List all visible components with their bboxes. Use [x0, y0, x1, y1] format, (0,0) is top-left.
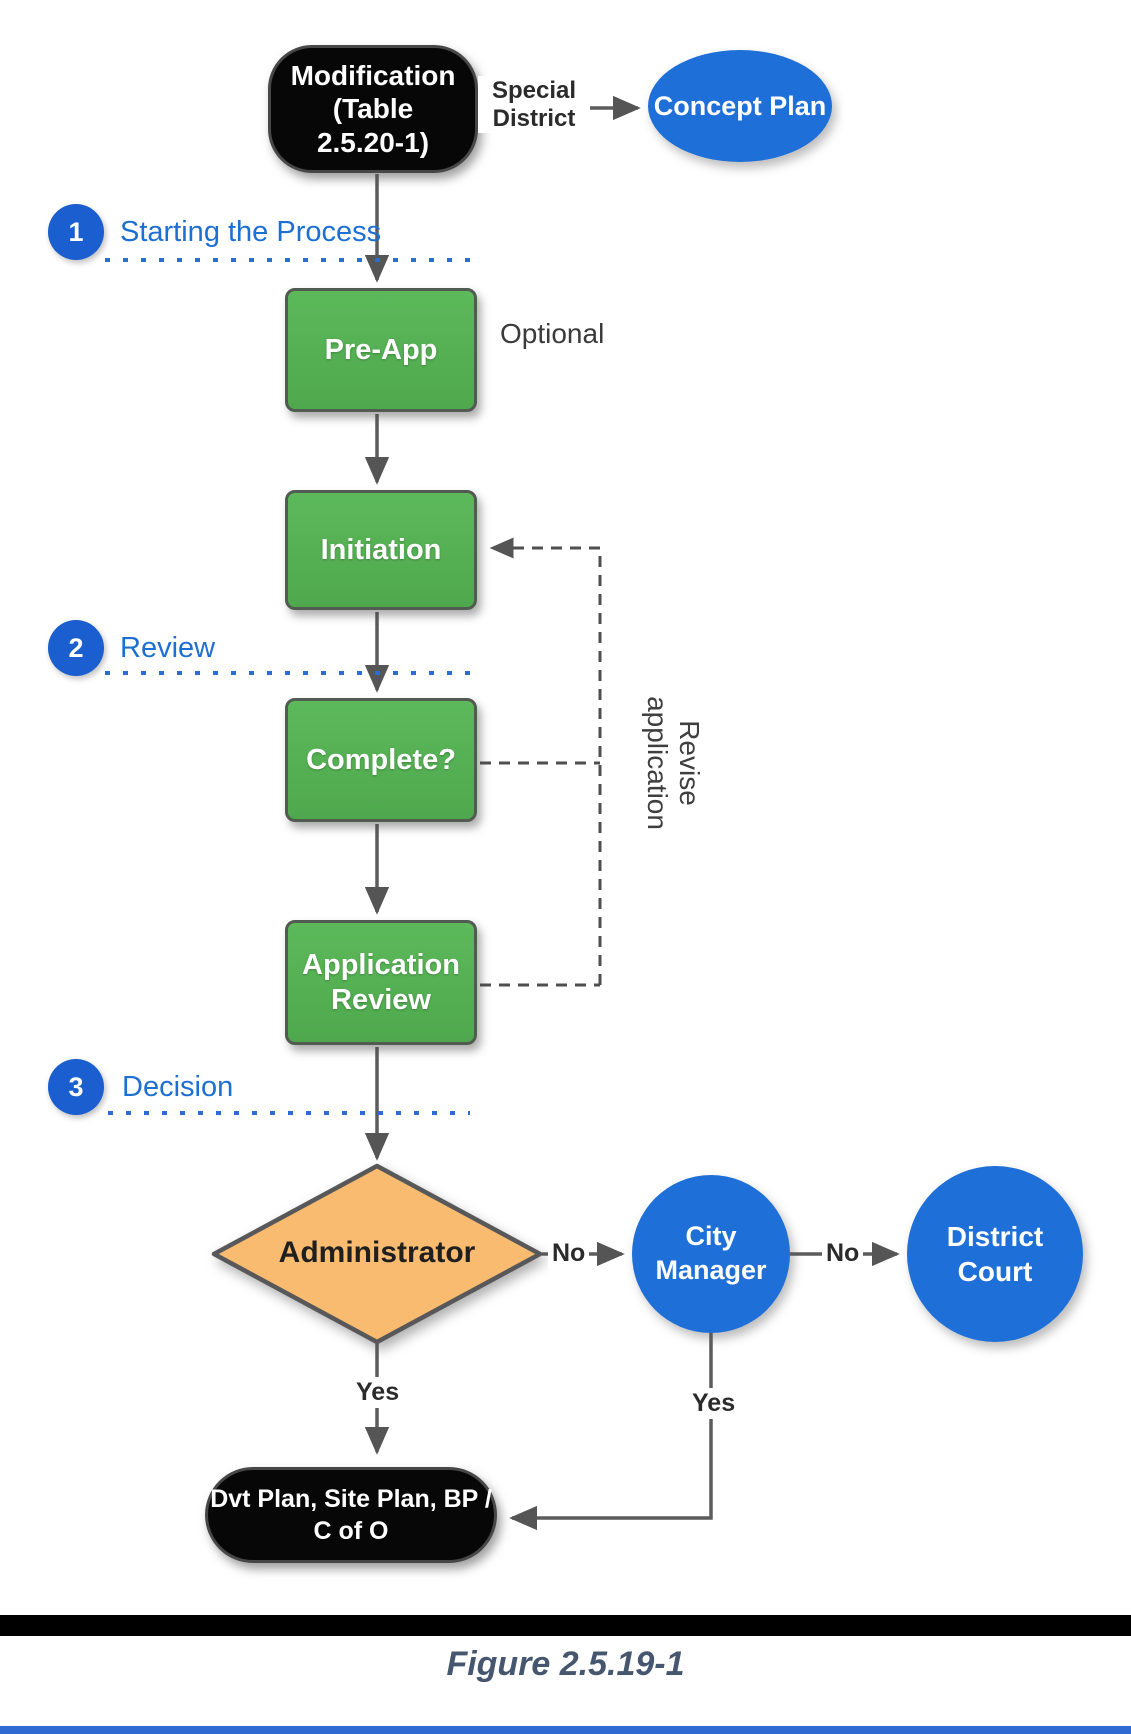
phase-2-label: Review [120, 632, 216, 664]
edge-label-special-district: Special District [478, 76, 590, 134]
edge-label-yes-1: Yes [352, 1377, 404, 1408]
footer-divider-bar [0, 1615, 1131, 1636]
phase-1-label: Starting the Process [120, 216, 382, 248]
node-concept-plan: Concept Plan [648, 50, 832, 162]
node-modification: Modification (Table 2.5.20-1) [268, 45, 478, 173]
node-pre-app: Pre-App [285, 288, 477, 412]
phase-1-number: 1 [68, 216, 84, 247]
edge-label-line: application [642, 696, 673, 830]
phase-2-number: 2 [68, 632, 84, 663]
revise-application-label: Revise application [638, 633, 708, 893]
node-district-court: District Court [907, 1166, 1083, 1342]
footer-accent-bar [0, 1726, 1131, 1734]
node-dvt-plan: Dvt Plan, Site Plan, BP / C of O [205, 1467, 497, 1563]
node-label-line: Court [957, 1256, 1033, 1287]
phase-3-badge: 3 [48, 1059, 104, 1115]
node-label-line: Modification [290, 59, 456, 91]
edge-label-no-2: No [822, 1238, 864, 1269]
phase-1-badge: 1 [48, 204, 104, 260]
node-application-review: Application Review [285, 920, 477, 1045]
edge-label-line: Special [491, 77, 577, 104]
node-label-line: 2.5.20-1) [316, 126, 430, 158]
edge-revise-initiation [489, 537, 602, 985]
phase-2-badge: 2 [48, 620, 104, 676]
node-initiation: Initiation [285, 490, 477, 610]
edge-citymanager-dvtplan [509, 1333, 713, 1531]
node-city-manager: City Manager [632, 1175, 790, 1333]
node-complete: Complete? [285, 698, 477, 822]
node-label-line: Dvt Plan, Site Plan, BP / [210, 1484, 492, 1513]
node-administrator-label: Administrator [278, 1236, 476, 1269]
node-label-line: C of O [313, 1517, 389, 1545]
node-label-line: Initiation [320, 533, 442, 566]
edge-label-yes-2: Yes [688, 1388, 740, 1419]
node-label-line: District [946, 1221, 1044, 1252]
edge-label-line: Revise [674, 720, 706, 806]
node-label-line: Manager [655, 1255, 767, 1285]
optional-label: Optional [500, 318, 605, 349]
phase-3-number: 3 [68, 1071, 84, 1102]
node-label-line: (Table [332, 93, 414, 125]
node-label-line: City [685, 1221, 737, 1252]
node-label-line: Concept Plan [653, 90, 827, 121]
edge-label-no-1: No [548, 1238, 590, 1269]
node-label-line: Application [302, 948, 460, 981]
node-label-line: Review [331, 983, 431, 1016]
figure-caption: Figure 2.5.19-1 [446, 1645, 685, 1683]
node-label-line: Complete? [306, 743, 456, 776]
node-label-line: Pre-App [324, 333, 438, 366]
edge-label-line: District [492, 104, 576, 132]
phase-3-label: Decision [122, 1071, 234, 1103]
